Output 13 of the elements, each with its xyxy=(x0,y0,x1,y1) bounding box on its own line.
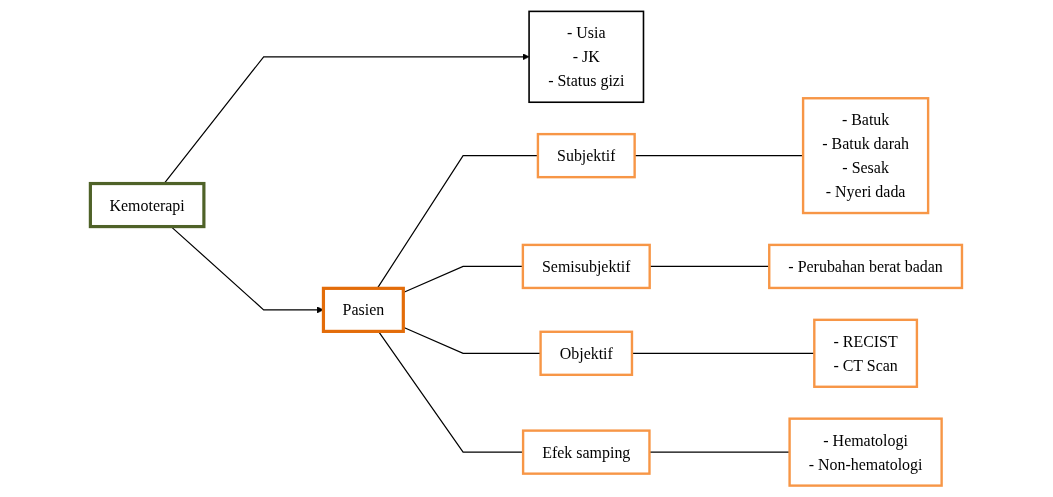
node-box: Kemoterapi xyxy=(89,181,206,229)
node-box: Pasien xyxy=(322,286,406,333)
node-box: - Usia - JK - Status gizi xyxy=(528,10,645,104)
node-box: Semisubjektif xyxy=(522,243,652,290)
node-box: - Hematologi - Non-hematologi xyxy=(788,417,944,487)
node-box: - Perubahan berat badan xyxy=(768,243,964,290)
node-box: Subjektif xyxy=(537,132,637,179)
node-box: - RECIST - CT Scan xyxy=(813,318,919,388)
node-box: - Batuk - Batuk darah - Sesak - Nyeri dada xyxy=(802,97,930,215)
connector xyxy=(634,155,804,157)
node-box: Efek samping xyxy=(522,429,651,475)
connector xyxy=(377,155,539,289)
node-box: Objektif xyxy=(539,330,634,376)
